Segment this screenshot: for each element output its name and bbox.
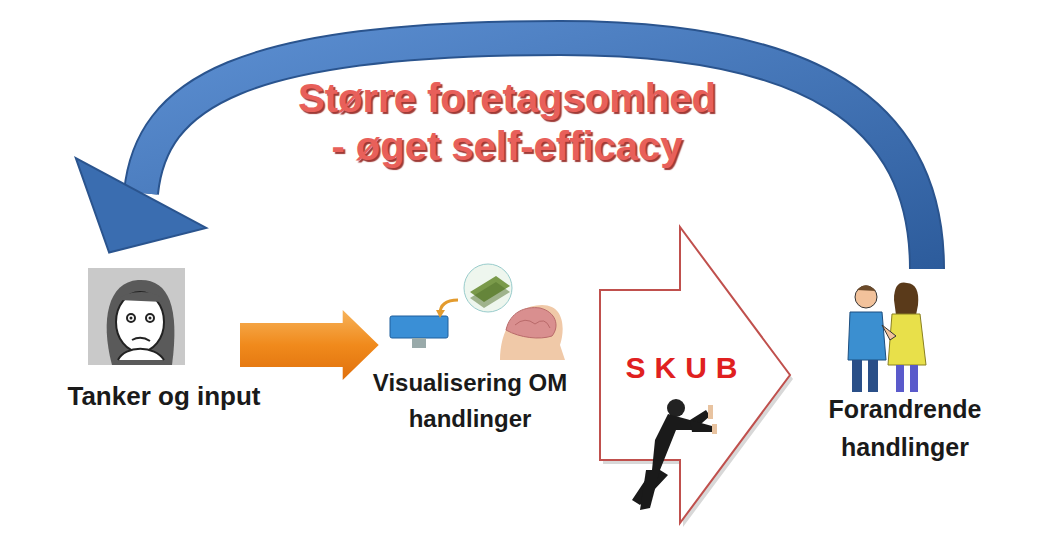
push-arrow — [600, 227, 793, 527]
pushing-man-figure — [632, 399, 717, 510]
block-arrow — [240, 310, 379, 380]
visualisation-circle: Visualisering OM handlinger — [295, 265, 605, 545]
edge-label: SKUB — [606, 351, 766, 385]
curve-body — [141, 38, 927, 269]
curve-edge — [141, 38, 927, 269]
text-holder: Tanker og input — [28, 255, 300, 416]
orange-arrow — [240, 310, 379, 380]
text-holder: Forandrende handlinger — [755, 255, 1052, 466]
handshake-icon — [835, 275, 935, 395]
node-label: Tanker og input — [49, 377, 279, 416]
block-arrow — [600, 227, 790, 523]
node-label: Forandrende handlinger — [785, 391, 1025, 466]
action-circle: Forandrende handlinger — [735, 255, 1052, 545]
visualisation-icon — [378, 264, 565, 360]
arrow-head — [76, 158, 206, 252]
text-holder: Visualisering OM handlinger — [335, 265, 605, 437]
edge-label: Større foretagsomhed - øget self-efficac… — [272, 74, 742, 170]
worried-face-icon — [88, 268, 185, 365]
node-label: Visualisering OM handlinger — [335, 365, 605, 437]
return-curve-arrow — [76, 38, 927, 269]
thought-circle: Tanker og input — [0, 255, 300, 545]
